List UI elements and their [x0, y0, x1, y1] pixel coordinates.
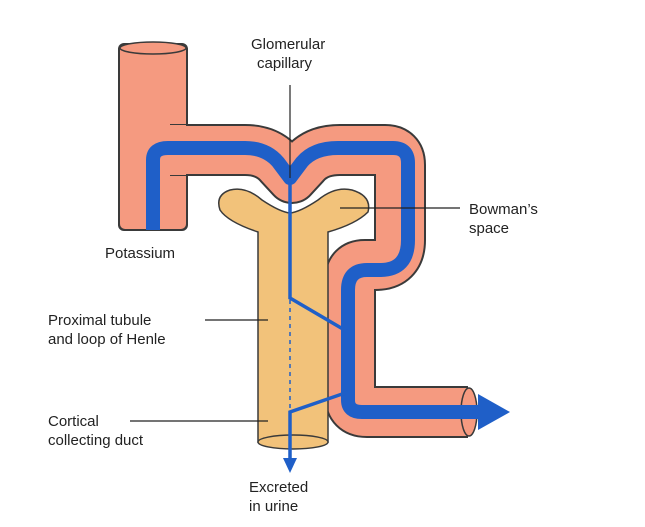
potassium-label: Potassium	[105, 245, 176, 262]
glomerular-label-line2: capillary	[257, 55, 313, 72]
excreted-label-line1: Excreted	[249, 479, 309, 496]
potassium-path	[146, 141, 510, 473]
glomerular-label-line1: Glomerular	[251, 36, 326, 53]
nephron-tubule	[218, 188, 370, 450]
bowman-label-line1: Bowman’s	[469, 201, 538, 218]
proximal-label-line2: and loop of Henle	[48, 331, 166, 348]
bowman-label-line2: space	[469, 220, 510, 237]
bowman-capsule-and-tubule	[218, 188, 370, 443]
filtration-path	[288, 178, 349, 334]
afferent-vessel-opening	[119, 41, 187, 55]
cortical-label-line2: collecting duct	[48, 432, 144, 449]
excretion-arrow-head	[478, 394, 510, 430]
proximal-label-line1: Proximal tubule	[48, 312, 152, 329]
secretion-path	[288, 390, 349, 460]
potassium-vessel-flow	[146, 141, 478, 419]
excreted-label-line2: in urine	[249, 498, 299, 515]
cortical-label-line1: Cortical	[48, 413, 99, 430]
leader-lines	[130, 85, 460, 422]
urine-arrow-head	[283, 458, 297, 473]
collecting-duct-opening	[257, 434, 329, 450]
